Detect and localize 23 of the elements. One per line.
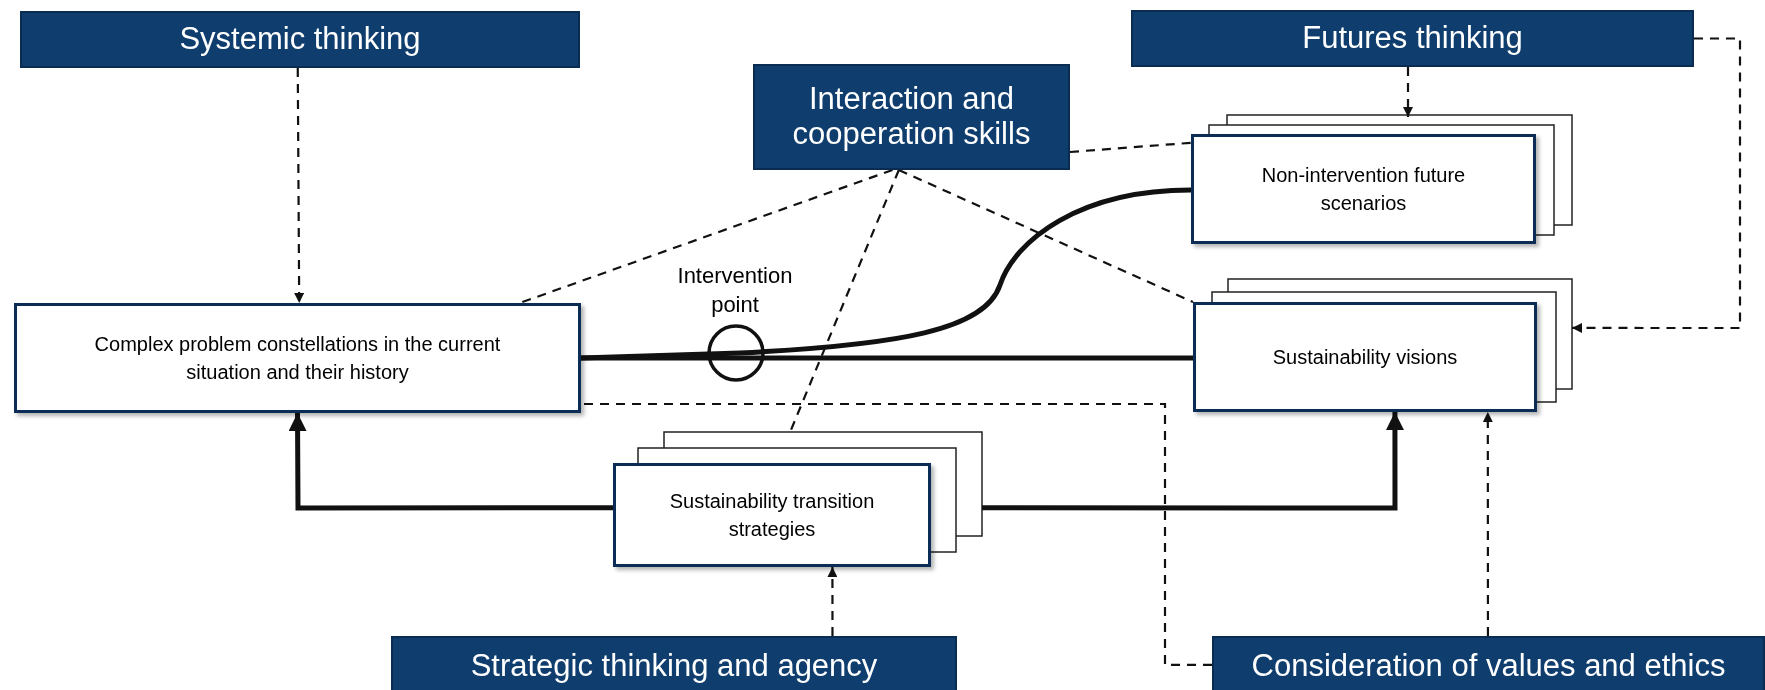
competency-heading: Strategic thinking and agency <box>391 636 957 690</box>
process-box: Non-intervention future scenarios <box>1191 134 1536 244</box>
dashed-connector <box>1403 67 1413 117</box>
competency-heading: Futures thinking <box>1131 10 1694 67</box>
process-box: Sustainability transition strategies <box>613 463 931 567</box>
point-label: Intervention point <box>676 262 794 319</box>
dashed-connector <box>1572 37 1742 333</box>
dashed-connector <box>827 567 838 636</box>
dashed-line <box>898 169 1194 303</box>
process-box: Sustainability visions <box>1193 302 1537 412</box>
flow-line <box>581 355 1193 361</box>
dashed-line <box>581 402 1212 667</box>
flow-arrow <box>288 413 613 511</box>
competency-heading: Interaction and cooperation skills <box>753 64 1070 170</box>
dashed-connector <box>294 68 305 303</box>
dashed-line <box>519 168 893 305</box>
dashed-line <box>1069 141 1192 154</box>
dashed-line <box>789 169 900 433</box>
competency-heading: Consideration of values and ethics <box>1212 636 1765 690</box>
dashed-connector <box>1482 412 1493 636</box>
flow-arrow <box>982 412 1404 511</box>
process-box: Complex problem constellations in the current situation and their history <box>14 303 581 413</box>
competency-heading: Systemic thinking <box>20 11 580 68</box>
